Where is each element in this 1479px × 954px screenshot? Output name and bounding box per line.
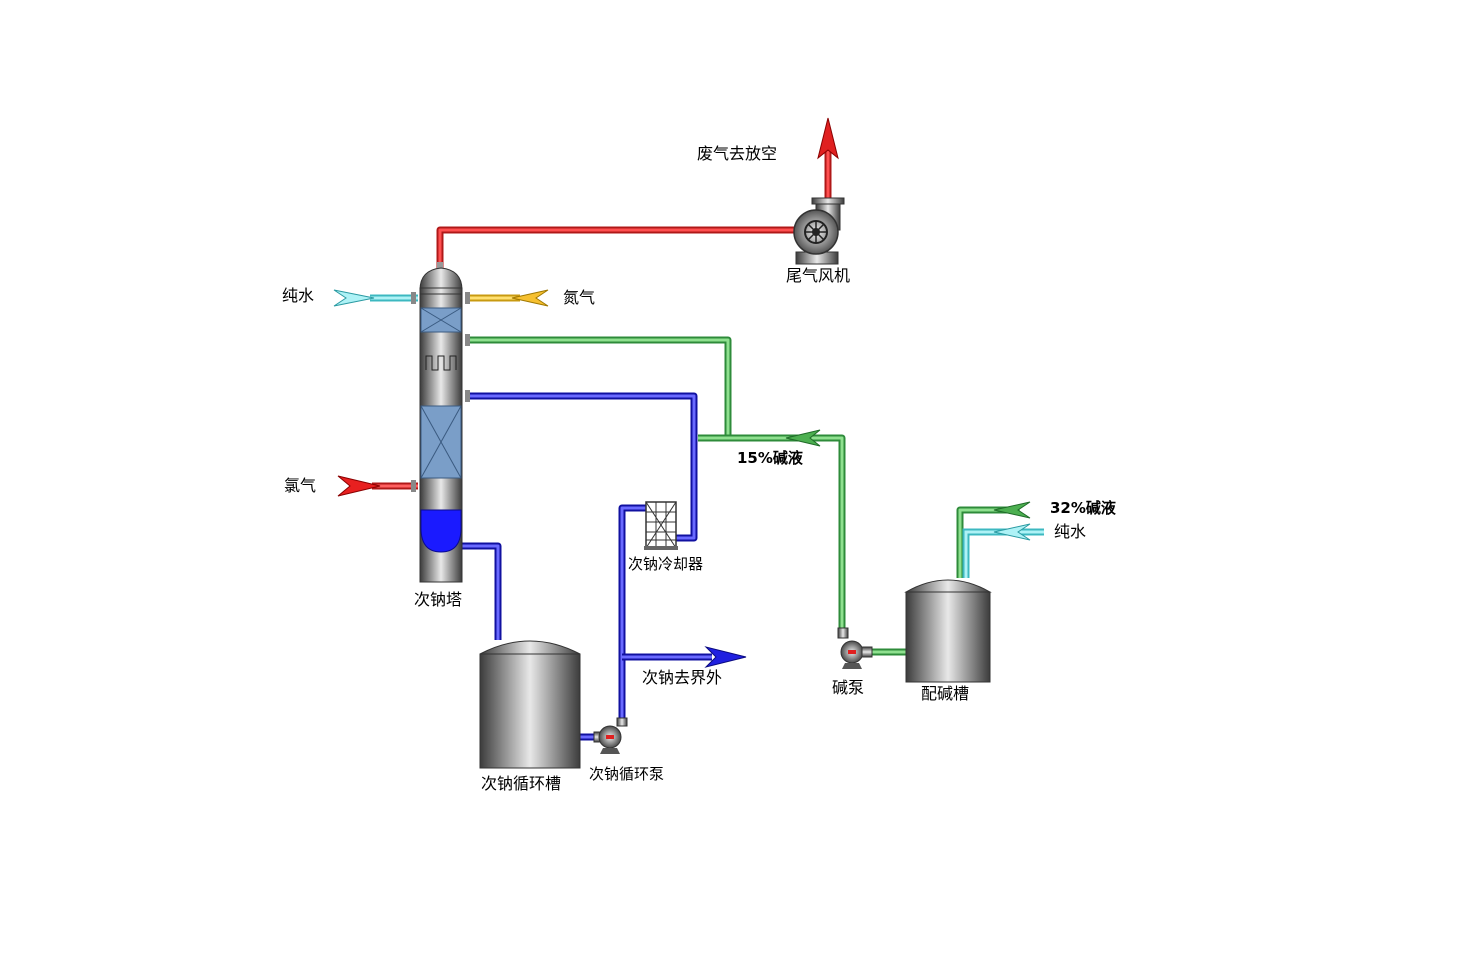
- tower-label: 次钠塔: [414, 590, 463, 609]
- mixing-tank-label: 配碱槽: [921, 684, 970, 703]
- hypochlorite-outlet-arrow-icon: [704, 646, 747, 668]
- caustic-pipe: [470, 336, 1020, 656]
- pure-water-inlet-pipe: [333, 289, 418, 307]
- caustic-32-label: 32%碱液: [1050, 499, 1116, 517]
- to-outside-label: 次钠去界外: [642, 668, 723, 687]
- exhaust-pipe: [436, 146, 832, 272]
- pump-indicator-icon: [848, 650, 856, 654]
- exhaust-vent-arrow-icon: [817, 117, 839, 160]
- chlorine-label: 氯气: [284, 476, 317, 495]
- caustic-15-arrow-icon: [785, 429, 821, 447]
- chlorine-arrow-icon: [337, 475, 381, 497]
- chlorine-inlet-pipe: [337, 475, 418, 497]
- exhaust-vent-label: 废气去放空: [697, 144, 778, 163]
- caustic-15-label: 15%碱液: [737, 449, 803, 467]
- nitrogen-arrow-icon: [511, 289, 549, 307]
- hypochlorite-pipe: [452, 392, 712, 741]
- demister-icon: [425, 355, 457, 371]
- hypochlorite-circulation-pump[interactable]: [593, 717, 628, 754]
- hypochlorite-cooler[interactable]: [644, 501, 678, 550]
- caustic-pump[interactable]: [837, 627, 873, 669]
- caustic-mixing-tank[interactable]: [904, 579, 992, 683]
- caustic-32-arrow-icon: [993, 501, 1031, 519]
- circulation-tank-label: 次钠循环槽: [481, 774, 562, 793]
- nitrogen-label: 氮气: [563, 288, 596, 307]
- pure-water-arrow-icon: [333, 289, 375, 307]
- pure-water-right-arrow-icon: [993, 523, 1031, 541]
- cooler-label: 次钠冷却器: [628, 555, 704, 573]
- pure-water-right-pipe: [962, 523, 1044, 578]
- pure-water-right-label: 纯水: [1054, 522, 1087, 541]
- pump-indicator-icon: [606, 735, 614, 739]
- nitrogen-inlet-pipe: [465, 289, 549, 307]
- hypochlorite-tower[interactable]: [419, 262, 463, 583]
- hypochlorite-circulation-tank[interactable]: [479, 640, 581, 769]
- tail-fan-label: 尾气风机: [786, 266, 851, 285]
- tail-gas-fan[interactable]: [793, 197, 845, 265]
- circulation-pump-label: 次钠循环泵: [589, 765, 665, 783]
- pure-water-left-label: 纯水: [282, 286, 315, 305]
- caustic-pump-label: 碱泵: [832, 678, 865, 697]
- tower-liquid: [420, 509, 462, 553]
